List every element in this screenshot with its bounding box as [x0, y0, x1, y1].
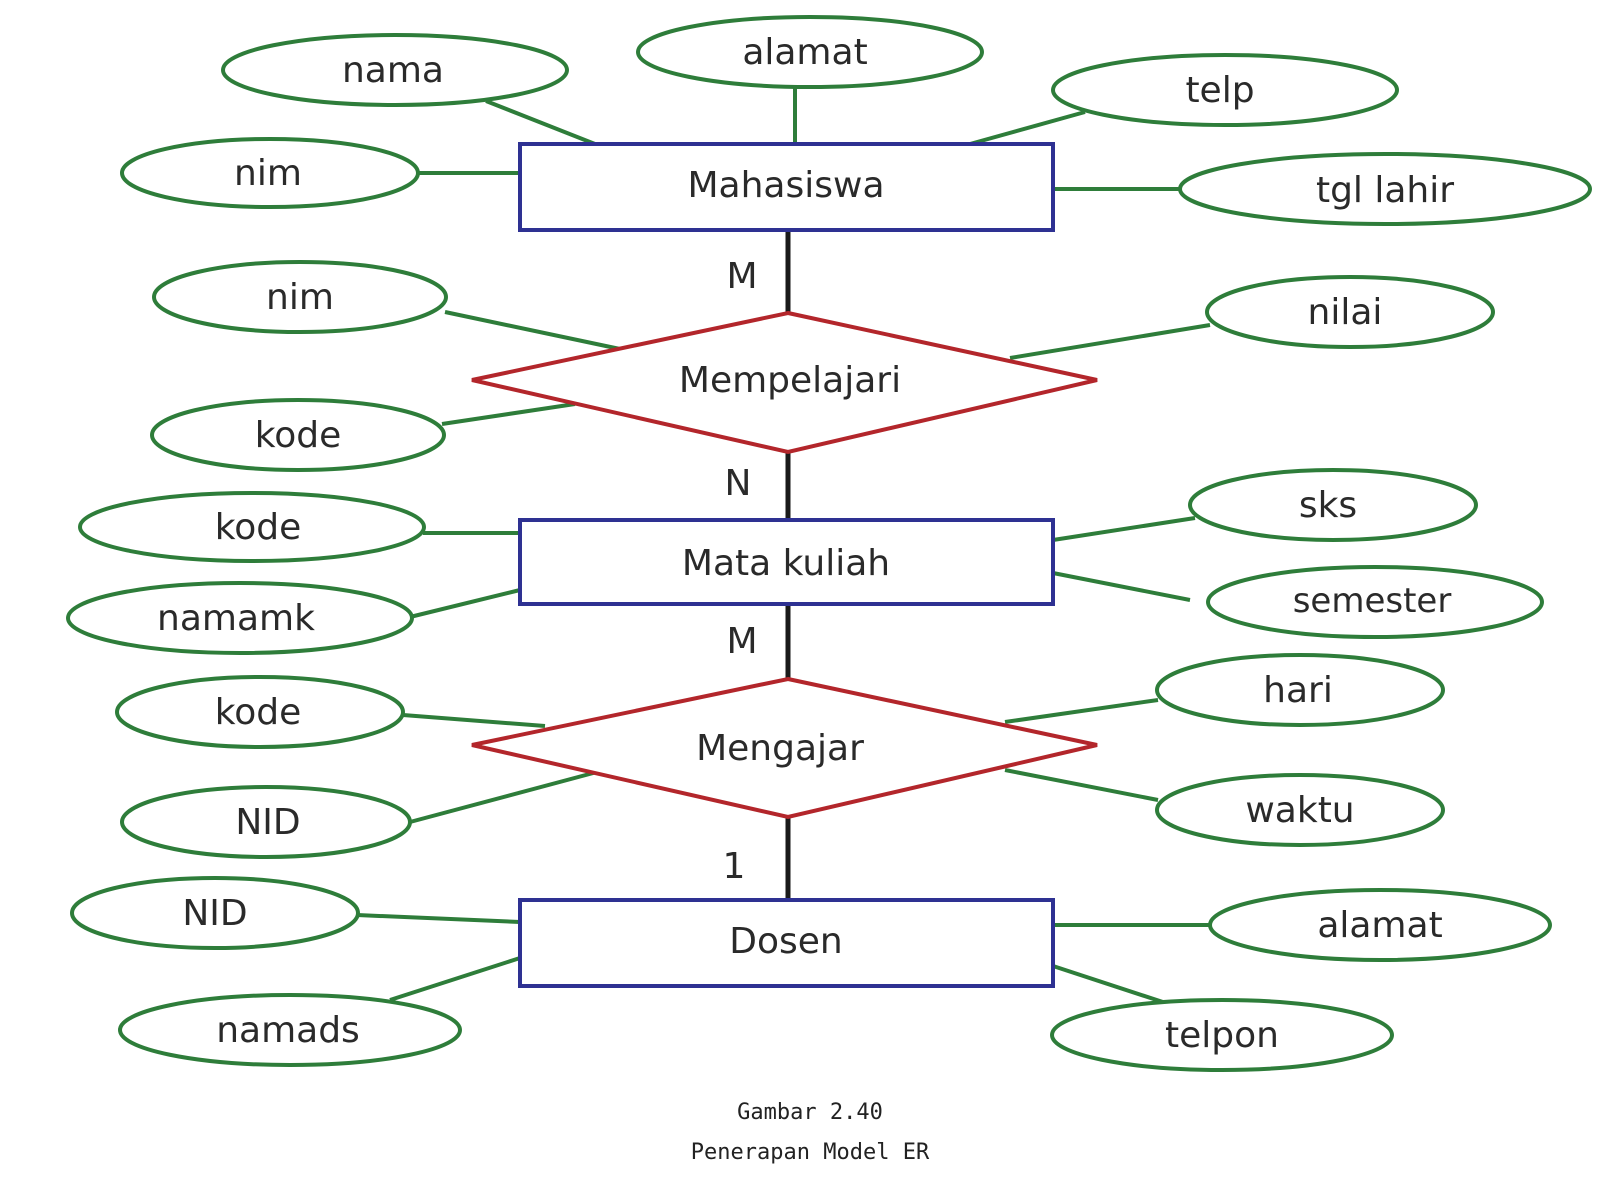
attribute-label: alamat: [742, 32, 867, 73]
attribute-label: nilai: [1308, 292, 1383, 333]
relationship-mengajar: Mengajar: [471, 676, 1098, 820]
line-mengajar-waktu: [1004, 768, 1159, 802]
cardinality-matakuliah-mengajar: M: [726, 621, 757, 662]
attribute-label: kode: [215, 692, 302, 733]
entity-dosen-label: Dosen: [729, 921, 842, 962]
line-mengajar-nid: [409, 770, 598, 824]
attribute-dosen-telpon: telpon: [1050, 998, 1394, 1072]
attribute-label: nim: [234, 153, 302, 194]
line-mengajar-hari: [1004, 698, 1159, 724]
attribute-matakuliah-sks: sks: [1188, 468, 1478, 542]
cardinality-mempelajari-matakuliah: N: [725, 463, 752, 504]
attribute-label: namamk: [157, 598, 315, 639]
figure-caption: Penerapan Model ER: [690, 1140, 930, 1165]
attribute-mempelajari-nim: nim: [152, 260, 448, 334]
attribute-mempelajari-kode: kode: [150, 398, 446, 472]
line-dosen-telpon: [1052, 964, 1176, 1008]
attribute-label: tgl lahir: [1316, 170, 1454, 211]
entity-mahasiswa-label: Mahasiswa: [687, 165, 884, 206]
cardinality-dosen: 1: [723, 846, 746, 887]
attribute-label: sks: [1299, 485, 1357, 526]
line-matakuliah-namamk: [409, 588, 521, 619]
entity-mata-kuliah: Mata kuliah: [518, 518, 1055, 606]
relationship-mempelajari: Mempelajari: [471, 310, 1098, 455]
attribute-matakuliah-namamk: namamk: [66, 581, 414, 655]
attribute-label: semester: [1293, 581, 1452, 621]
attribute-label: nama: [342, 50, 444, 91]
attribute-dosen-nid: NID: [70, 876, 360, 950]
attribute-mahasiswa-telp: telp: [1051, 53, 1399, 127]
relationship-mengajar-label: Mengajar: [696, 728, 864, 769]
line-mahasiswa-telp: [969, 110, 1086, 146]
attribute-mengajar-hari: hari: [1155, 653, 1445, 727]
entity-mata-kuliah-label: Mata kuliah: [682, 543, 890, 584]
attribute-label: telpon: [1165, 1015, 1279, 1056]
attribute-connectors: [356, 88, 1211, 1008]
line-matakuliah-semester: [1052, 571, 1191, 602]
attribute-label: telp: [1185, 70, 1254, 111]
attribute-matakuliah-semester: semester: [1206, 565, 1544, 639]
line-mempelajari-nilai: [1009, 323, 1211, 360]
attribute-label: kode: [255, 415, 342, 456]
attribute-label: waktu: [1245, 790, 1354, 831]
attribute-mengajar-nid: NID: [120, 785, 412, 859]
attribute-label: kode: [215, 507, 302, 548]
attribute-mengajar-kode: kode: [115, 675, 405, 749]
line-dosen-nid: [356, 913, 521, 924]
attribute-dosen-alamat: alamat: [1208, 888, 1552, 962]
relationship-mempelajari-label: Mempelajari: [679, 360, 901, 401]
line-dosen-namads: [389, 956, 521, 1002]
line-matakuliah-sks: [1052, 516, 1196, 542]
cardinality-labels: M N M 1: [723, 256, 758, 887]
line-mempelajari-kode: [441, 402, 576, 426]
attribute-mahasiswa-tgl-lahir: tgl lahir: [1178, 152, 1592, 226]
attribute-mempelajari-nilai: nilai: [1205, 275, 1495, 349]
cardinality-mahasiswa: M: [726, 256, 757, 297]
attribute-label: NID: [182, 893, 247, 934]
attribute-mahasiswa-alamat: alamat: [636, 15, 984, 89]
line-mengajar-kode: [402, 713, 546, 728]
attribute-label: nim: [266, 277, 334, 318]
attribute-mengajar-waktu: waktu: [1155, 773, 1445, 847]
attribute-label: alamat: [1317, 905, 1442, 946]
entity-dosen: Dosen: [518, 898, 1055, 988]
figure-number: Gambar 2.40: [737, 1100, 883, 1125]
line-mahasiswa-nama: [485, 99, 596, 146]
attribute-label: namads: [216, 1010, 360, 1051]
attribute-mahasiswa-nim: nim: [120, 137, 420, 209]
attribute-label: NID: [235, 802, 300, 843]
attribute-matakuliah-kode: kode: [78, 491, 426, 563]
entity-mahasiswa: Mahasiswa: [518, 142, 1055, 232]
attribute-mahasiswa-nama: nama: [221, 33, 569, 107]
attribute-dosen-namads: namads: [118, 993, 462, 1067]
line-mempelajari-nim: [444, 310, 621, 351]
attribute-label: hari: [1263, 670, 1333, 711]
